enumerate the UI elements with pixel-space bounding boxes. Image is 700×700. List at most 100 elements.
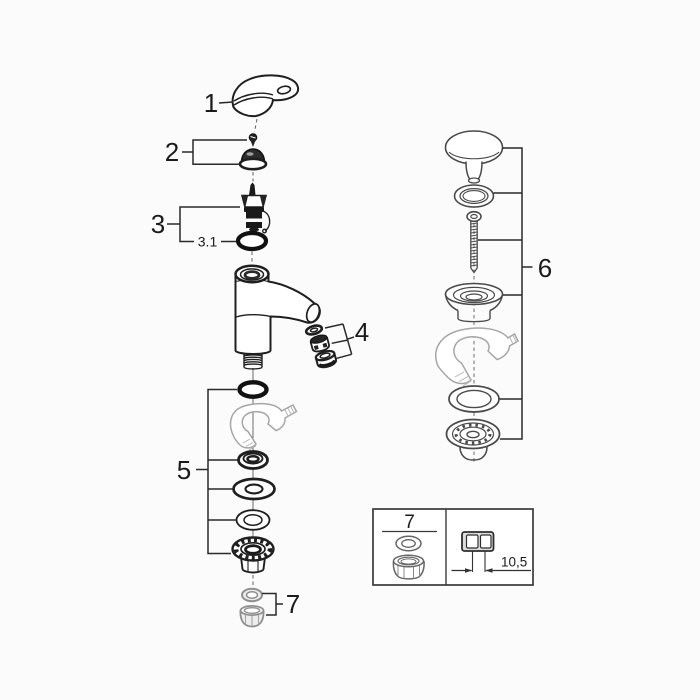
aerator-housing-band <box>318 359 337 367</box>
aerator-insert-top <box>309 334 328 344</box>
part-faucet-body <box>234 264 321 370</box>
detail-nut-hole <box>400 558 417 565</box>
callout-6-label: 6 <box>538 253 552 283</box>
callout-2: 2 <box>165 137 247 167</box>
mount-horseshoe <box>229 402 298 451</box>
detail-box-heading: 7 <box>404 512 415 533</box>
screw-slot <box>250 136 256 139</box>
callout-5: 5 <box>177 388 238 555</box>
body-top-ring-inner <box>243 270 261 280</box>
body-seam <box>235 313 271 318</box>
callout-1-label: 1 <box>204 88 218 118</box>
flange-bottom <box>457 318 491 323</box>
handle-edge-line-1 <box>233 92 274 102</box>
mount-domed-washer <box>237 450 269 470</box>
spout-tip-face <box>305 303 321 323</box>
callout-7-label: 7 <box>286 589 300 619</box>
mount-oring <box>237 380 269 399</box>
part-screw <box>248 133 258 147</box>
aerator-insert-slot-l <box>313 345 319 351</box>
waste-flange <box>444 282 504 323</box>
aerator-housing <box>314 349 338 369</box>
waste-plug <box>444 130 504 184</box>
shank-bottom <box>243 366 263 370</box>
part-handle <box>231 74 300 118</box>
waste-strainer-nut <box>445 418 501 461</box>
part-cap <box>238 148 268 171</box>
flat-washer-hole <box>244 483 264 495</box>
aerator-washer <box>304 324 324 336</box>
cartridge-band <box>244 207 264 212</box>
dimension-extension-lines <box>471 551 486 572</box>
callout-5-label: 5 <box>177 455 191 485</box>
strainer-center <box>466 430 480 439</box>
cartridge-tip <box>249 227 259 232</box>
aerator-housing-hole <box>319 352 331 359</box>
nut-section-bore-left <box>465 534 479 549</box>
aerator-washer-hole <box>309 327 319 333</box>
plug-neck <box>465 161 483 181</box>
callout-5-bracket <box>207 388 238 555</box>
thread-4 <box>243 361 263 364</box>
callout-7: 7 <box>262 589 300 619</box>
detail-washer-hole <box>401 539 416 548</box>
callout-3-1-label: 3.1 <box>198 234 218 250</box>
handle-edge-line-2 <box>233 96 274 106</box>
mount-flat-washer <box>232 477 276 501</box>
aerator-insert-slot-r <box>322 342 328 348</box>
callout-2-label: 2 <box>165 137 179 167</box>
seal-upper-inner <box>462 190 486 202</box>
waste-horseshoe <box>435 327 519 387</box>
strainer-collar <box>459 446 488 461</box>
waste-seal-lower <box>448 385 500 413</box>
mount-nut-serration <box>233 537 273 561</box>
callout-4-bracket <box>324 323 353 360</box>
callout-6-bracket <box>478 147 523 440</box>
callout-6: 6 <box>478 147 552 440</box>
aerator-insert <box>309 334 330 353</box>
cartridge-hex-shade-r <box>260 196 266 207</box>
detail-left-cell: 7 <box>382 512 437 580</box>
waste-screw <box>466 210 482 274</box>
part-waste-set <box>435 130 519 461</box>
detail-nut-facets <box>397 563 420 579</box>
plug-dome-edge <box>448 151 500 160</box>
detail-box: 7 10,5 <box>372 508 534 586</box>
mount-nut-thread-hole <box>244 544 262 555</box>
detail-right-cell: 10,5 <box>451 531 531 573</box>
flange-hole <box>465 293 483 301</box>
part-oring-3-1 <box>235 230 269 252</box>
handle-outline <box>231 74 300 118</box>
callout-4-leader <box>346 336 355 341</box>
horseshoe5-outline <box>229 402 298 449</box>
part-aerator-set <box>304 324 338 369</box>
screw6-socket <box>470 213 478 220</box>
callout-3: 3 3.1 <box>151 206 240 250</box>
thread-3 <box>243 358 263 362</box>
thread-1 <box>243 354 263 357</box>
waste-seal-upper <box>453 184 495 208</box>
mount-thin-washer <box>235 509 271 531</box>
connector-nut-hole <box>243 607 261 614</box>
dimension-arrow-right <box>485 568 493 573</box>
nut-section-bore-right <box>479 534 492 549</box>
horseshoe5-hatch <box>242 406 295 451</box>
seal-lower-depth <box>448 398 500 413</box>
dimension-arrow-left <box>465 568 473 573</box>
strainer-slots <box>454 423 492 445</box>
cartridge-stem <box>249 182 256 195</box>
callout-4: 4 <box>324 317 369 360</box>
centerline-dashes <box>251 118 258 589</box>
cartridge-wire-loop <box>262 228 267 234</box>
handle-hole <box>276 85 292 95</box>
shank-threads <box>243 354 263 370</box>
callout-1: 1 <box>204 88 234 118</box>
body-outline <box>234 275 321 356</box>
mount-nut <box>231 536 275 574</box>
cartridge-wire-clip <box>262 210 271 232</box>
part-connector-gray <box>239 587 265 628</box>
callout-1-leader <box>218 101 234 104</box>
part-cartridge <box>240 182 271 234</box>
